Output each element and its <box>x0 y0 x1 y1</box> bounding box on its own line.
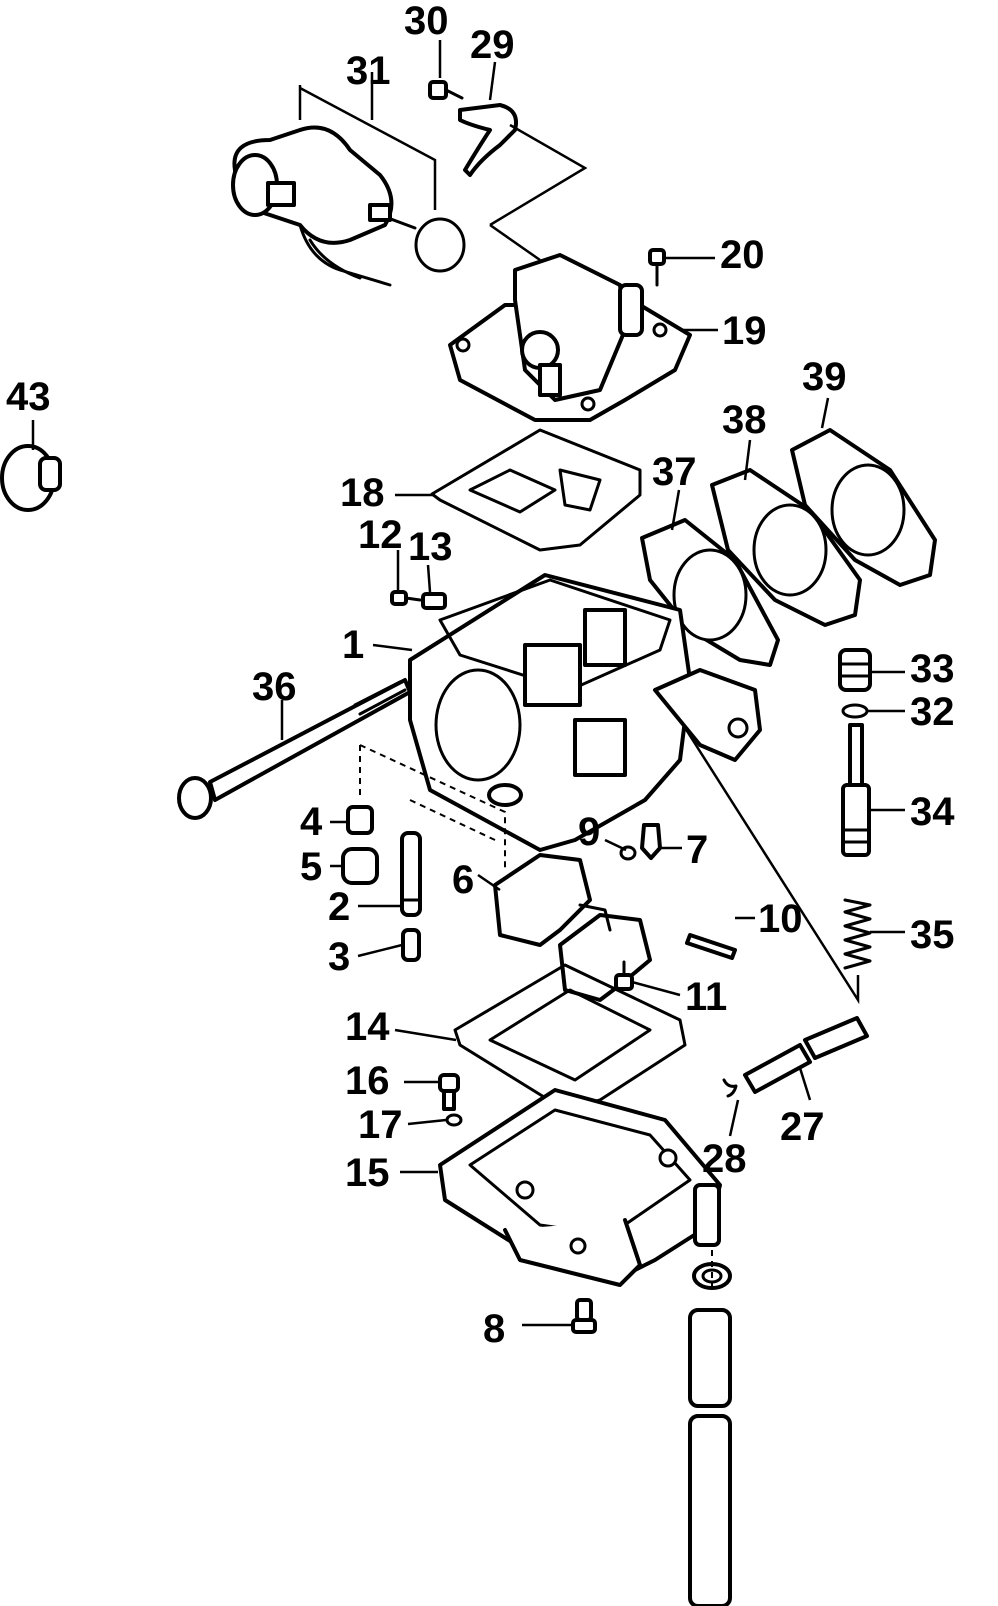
callout-27: 27 <box>780 1105 825 1149</box>
callout-36: 36 <box>252 665 297 709</box>
callout-10: 10 <box>758 897 803 941</box>
callout-11: 11 <box>685 975 727 1019</box>
part-14-gasket <box>453 963 687 1112</box>
callout-1: 1 <box>342 623 364 667</box>
part-36-bolt <box>177 678 412 820</box>
callout-20: 20 <box>720 233 765 277</box>
part-6-float <box>493 853 652 1002</box>
part-19-top-cover <box>448 253 692 422</box>
callout-8: 8 <box>483 1307 505 1351</box>
callout-5: 5 <box>300 845 322 889</box>
part-1-carburetor-body <box>408 573 762 852</box>
callout-39: 39 <box>802 355 847 399</box>
callout-12: 12 <box>358 513 403 557</box>
part-31-o-ring <box>414 217 466 273</box>
part-38-gasket <box>710 468 862 627</box>
callout-33: 33 <box>910 647 955 691</box>
callout-13: 13 <box>408 525 453 569</box>
fuel-hose <box>688 1250 732 1606</box>
callout-30: 30 <box>404 0 449 43</box>
part-4-jet <box>346 805 374 835</box>
part-33-cap <box>838 648 872 692</box>
callout-17: 17 <box>358 1103 403 1147</box>
callout-35: 35 <box>910 913 955 957</box>
callout-18: 18 <box>340 471 385 515</box>
callout-7: 7 <box>686 828 708 872</box>
part-8-screw <box>571 1298 597 1334</box>
part-35-spring <box>843 898 872 970</box>
part-34-needle <box>841 723 871 857</box>
part-3-jet <box>401 928 421 962</box>
callout-32: 32 <box>910 690 955 734</box>
part-2-tube <box>400 831 422 917</box>
part-39-gasket <box>790 428 937 587</box>
callout-29: 29 <box>470 23 515 67</box>
dashed-line-jets <box>359 744 506 870</box>
part-5-jet <box>341 847 379 885</box>
part-10-pin <box>685 933 737 960</box>
axis-line-right <box>678 719 860 1005</box>
callout-4: 4 <box>300 800 323 844</box>
callout-14: 14 <box>345 1005 390 1049</box>
part-30-screw <box>428 80 464 100</box>
callout-16: 16 <box>345 1059 390 1103</box>
callout-2: 2 <box>328 885 350 929</box>
callout-3: 3 <box>328 935 350 979</box>
part-28-clip <box>722 1078 738 1098</box>
part-7-needle-valve <box>640 823 662 860</box>
callout-37: 37 <box>652 450 697 494</box>
part-16-screw <box>438 1073 460 1111</box>
part-31-solenoid <box>231 85 437 287</box>
part-27-pins <box>743 1016 869 1094</box>
part-18-gasket <box>430 428 642 552</box>
part-15-float-bowl <box>438 1088 722 1287</box>
part-20-screw <box>648 248 666 287</box>
callout-labels: 1 2 3 4 5 6 7 8 9 10 11 12 13 14 15 16 1… <box>6 0 955 1351</box>
callout-28: 28 <box>702 1137 747 1181</box>
part-37-gasket <box>640 518 780 667</box>
callout-9: 9 <box>578 810 600 854</box>
part-43-plug <box>0 444 62 512</box>
callout-6: 6 <box>452 858 474 902</box>
part-12-screw <box>390 590 422 606</box>
part-32-clip <box>841 703 869 719</box>
callout-19: 19 <box>722 309 767 353</box>
part-17-washer <box>445 1113 463 1127</box>
part-13-spring <box>421 592 447 610</box>
part-29-bracket <box>458 103 588 262</box>
part-9-ball <box>619 845 637 861</box>
callout-38: 38 <box>722 398 767 442</box>
callout-43: 43 <box>6 375 51 419</box>
callout-34: 34 <box>910 790 955 834</box>
callout-15: 15 <box>345 1151 390 1195</box>
callout-31: 31 <box>346 49 391 93</box>
leader-lines <box>31 40 905 1327</box>
